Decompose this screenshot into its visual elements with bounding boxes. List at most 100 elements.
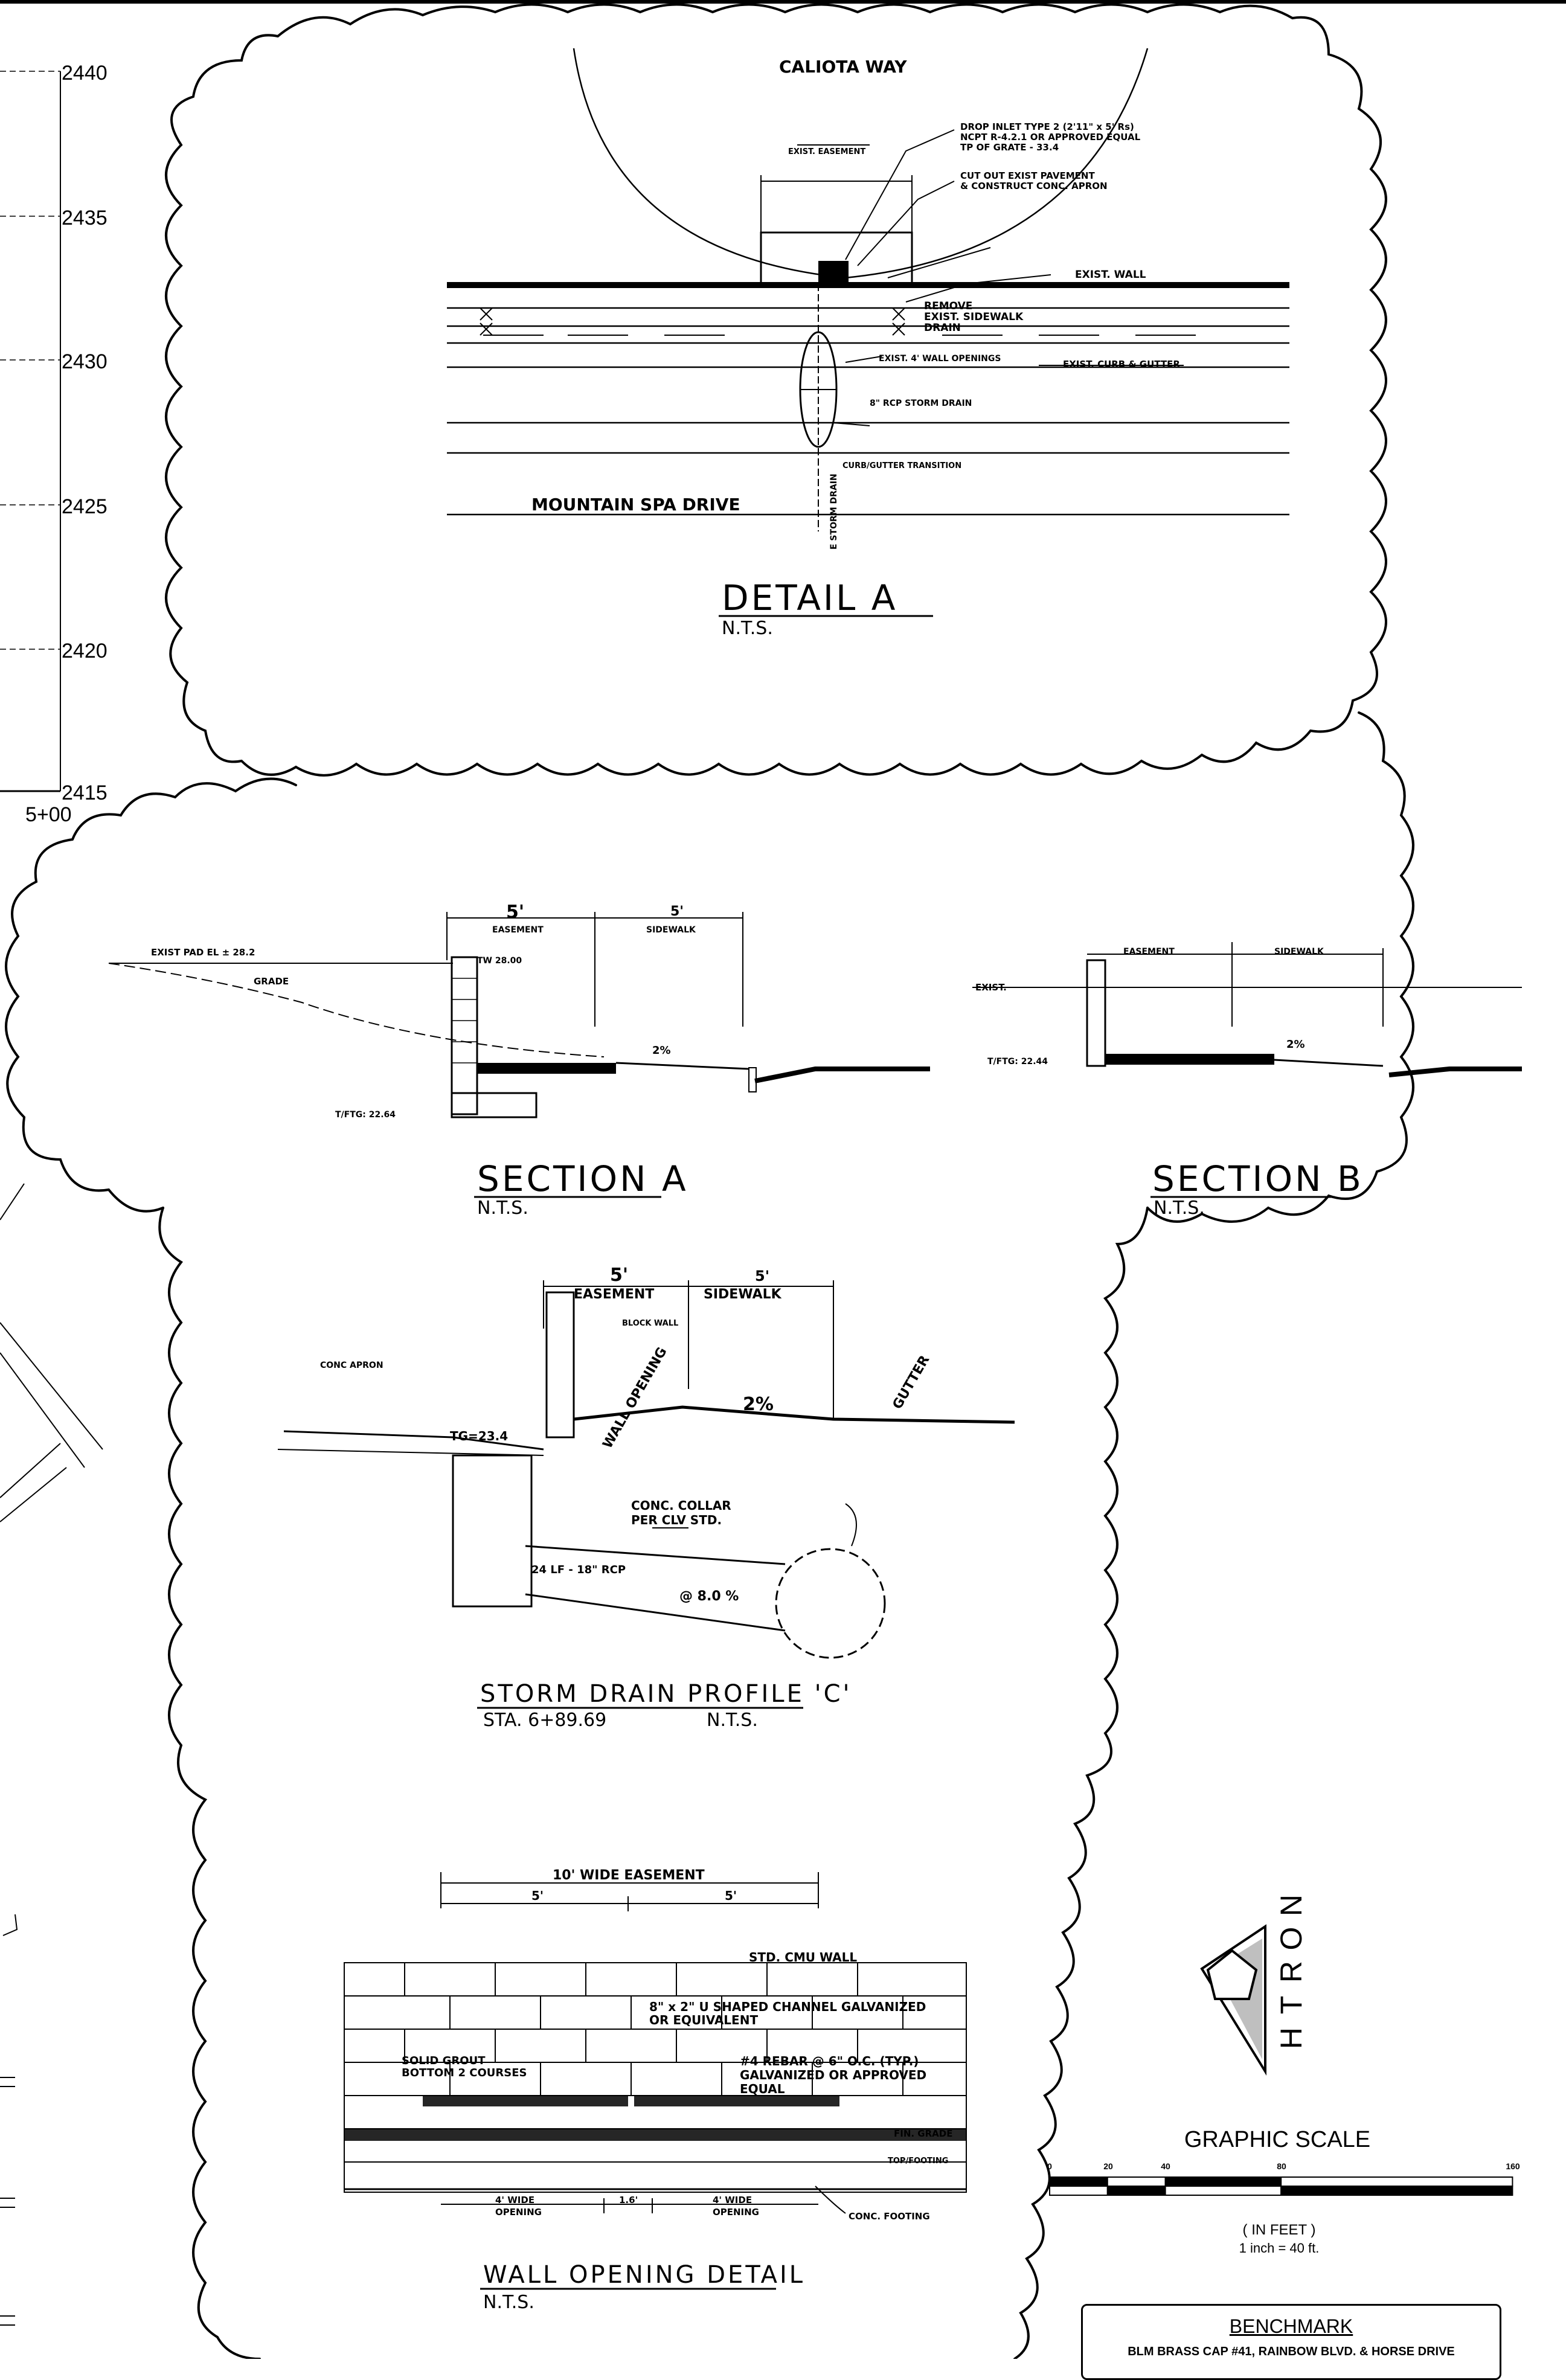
wall-detail-title: WALL OPENING DETAIL xyxy=(483,2261,805,2289)
note-tg: TG=23.4 xyxy=(450,1429,508,1443)
station-label: 5+00 xyxy=(25,803,72,826)
note-collar-2: PER CLV STD. xyxy=(631,1513,722,1527)
dim-center: 1.6' xyxy=(619,2195,638,2205)
detail-a-title: DETAIL A xyxy=(722,577,897,618)
storm-drain-profile: 5' EASEMENT 5' SIDEWALK BLOCK WALL CONC … xyxy=(277,1265,1015,1731)
note-tf: T/FTG: 22.64 xyxy=(335,1110,396,1120)
dim-sidewalk: 5' xyxy=(670,904,684,919)
block-wall xyxy=(451,956,478,1115)
note-drop-inlet: DROP INLET TYPE 2 (2'11" x 5' Rs) xyxy=(960,121,1134,132)
dim-easement: 5' xyxy=(506,902,524,923)
note-grade-pct: @ 8.0 % xyxy=(679,1589,739,1604)
revision-cloud xyxy=(5,3,1414,2359)
note-cut-out: CUT OUT EXIST PAVEMENT xyxy=(960,170,1095,181)
elev-label: 2415 xyxy=(62,781,108,804)
scale-tick-label: 40 xyxy=(1161,2161,1170,2171)
block-wall-c xyxy=(545,1291,575,1439)
note-storm-drain: E STORM DRAIN xyxy=(829,473,839,550)
scale-tick-label: 0 xyxy=(1047,2161,1052,2171)
label-sidewalk: SIDEWALK xyxy=(646,925,696,935)
section-b-title: SECTION B xyxy=(1152,1158,1364,1199)
note-tf-b: T/FTG: 22.44 xyxy=(987,1057,1048,1067)
note-rebar-2: GALVANIZED OR APPROVED xyxy=(740,2068,926,2082)
note-top-grate: TP OF GRATE - 33.4 xyxy=(960,142,1059,153)
note-conc-apron: CONC APRON xyxy=(320,1361,383,1370)
scale-tick-label: 160 xyxy=(1506,2161,1520,2171)
scale-segment xyxy=(1106,2186,1166,2196)
note-rebar-1: #4 REBAR @ 6" O.C. (TYP.) xyxy=(740,2054,919,2068)
dim-sidewalk-c: 5' xyxy=(755,1268,769,1285)
note-slope-b: 2% xyxy=(1286,1038,1305,1051)
profile-c-title: STORM DRAIN PROFILE 'C' xyxy=(480,1680,852,1708)
note-exist-pad: EXIST PAD EL ± 28.2 xyxy=(151,947,255,958)
street-label-mountain-spa: MOUNTAIN SPA DRIVE xyxy=(531,495,740,515)
north-letter: T xyxy=(1274,1996,1308,2015)
note-easement: EXIST. EASEMENT xyxy=(788,147,865,156)
note-wall-opening: WALL OPENING xyxy=(600,1345,670,1451)
elev-label: 2425 xyxy=(62,495,108,518)
drop-inlet-box xyxy=(452,1454,533,1608)
detail-a-scale: N.T.S. xyxy=(722,618,773,639)
note-tw: TW 28.00 xyxy=(477,956,522,966)
scale-tick-label: 20 xyxy=(1103,2161,1113,2171)
drop-inlet xyxy=(818,261,849,285)
dim-right: 5' xyxy=(725,1888,737,1903)
benchmark-text: BLM BRASS CAP #41, RAINBOW BLVD. & HORSE… xyxy=(1128,2345,1455,2358)
note-grout-1: SOLID GROUT xyxy=(402,2054,486,2067)
note-footing: TOP/FOOTING xyxy=(888,2157,948,2166)
note-block-wall: BLOCK WALL xyxy=(622,1319,678,1328)
scale-tick-label: 80 xyxy=(1277,2161,1286,2171)
note-exist-wall: EXIST. WALL xyxy=(1075,269,1146,281)
label-wide-easement: 10' WIDE EASEMENT xyxy=(553,1868,705,1883)
label-easement: EASEMENT xyxy=(492,925,544,935)
note-curb-gutter: EXIST. CURB & GUTTER xyxy=(1063,359,1180,370)
benchmark-box: BENCHMARK BLM BRASS CAP #41, RAINBOW BLV… xyxy=(1081,2304,1501,2380)
wall-detail-scale: N.T.S. xyxy=(483,2292,534,2313)
note-gutter: GUTTER xyxy=(890,1353,933,1412)
scale-segment xyxy=(1049,2186,1108,2196)
cul-de-sac-arc xyxy=(573,48,1149,279)
graphic-scale-title: GRAPHIC SCALE xyxy=(1184,2127,1370,2152)
note-exist-sidewalk: EXIST. SIDEWALK xyxy=(924,311,1024,323)
section-b-scale: N.T.S. xyxy=(1154,1198,1205,1219)
note-grade: GRADE xyxy=(254,976,289,987)
note-slope-c: 2% xyxy=(743,1394,774,1415)
note-cmu: STD. CMU WALL xyxy=(749,1950,857,1965)
label-opening-right: OPENING xyxy=(713,2207,759,2218)
rcp-pipe xyxy=(525,1545,786,1632)
section-a: EXIST PAD EL ± 28.2 GRADE 5' EASEMENT 5'… xyxy=(108,902,930,1219)
note-remove: REMOVE xyxy=(924,300,972,312)
scale-ratio: 1 inch = 40 ft. xyxy=(1239,2240,1320,2256)
graphic-scale: GRAPHIC SCALE 0 20 40 80 160 ( IN FEET )… xyxy=(1047,2127,1520,2256)
section-a-title: SECTION A xyxy=(477,1158,688,1199)
note-drop-inlet-2: NCPT R-4.2.1 OR APPROVED EQUAL xyxy=(960,132,1141,143)
dim-opening-left: 4' WIDE xyxy=(495,2195,534,2205)
north-arrow: N O R T H xyxy=(1200,1894,1308,2076)
elev-label: 2440 xyxy=(62,62,108,85)
note-rebar-3: EQUAL xyxy=(740,2082,785,2096)
scale-segment xyxy=(1280,2186,1513,2196)
profile-axis: 2440 2435 2430 2425 2420 2415 5+00 xyxy=(0,62,108,2326)
label-sidewalk-b: SIDEWALK xyxy=(1274,947,1324,957)
north-letter: R xyxy=(1274,1961,1308,1983)
note-pipe: 24 LF - 18" RCP xyxy=(531,1564,626,1576)
wall-opening-detail: 10' WIDE EASEMENT 5' 5' STD. CMU WALL 8"… xyxy=(344,1868,967,2313)
scale-segment xyxy=(1164,2176,1282,2187)
note-transition: CURB/GUTTER TRANSITION xyxy=(842,461,961,470)
scale-unit: ( IN FEET ) xyxy=(1243,2222,1316,2238)
north-letter: N xyxy=(1274,1894,1308,1916)
note-construct-apron: & CONSTRUCT CONC. APRON xyxy=(960,181,1108,191)
label-easement-b: EASEMENT xyxy=(1123,947,1175,957)
dim-opening-right: 4' WIDE xyxy=(713,2195,752,2205)
note-slope: 2% xyxy=(652,1044,671,1057)
north-pentagon-icon xyxy=(1206,1949,1258,2000)
elev-label: 2420 xyxy=(62,640,108,662)
street-label-caliota: CALIOTA WAY xyxy=(779,57,907,77)
profile-c-scale: N.T.S. xyxy=(707,1710,758,1731)
elev-label: 2435 xyxy=(62,207,108,229)
scale-segment xyxy=(1049,2176,1108,2187)
note-exist: EXIST. xyxy=(975,982,1007,993)
dim-left: 5' xyxy=(531,1888,544,1903)
note-channel-1: 8" x 2" U SHAPED CHANNEL GALVANIZED xyxy=(649,2000,926,2014)
